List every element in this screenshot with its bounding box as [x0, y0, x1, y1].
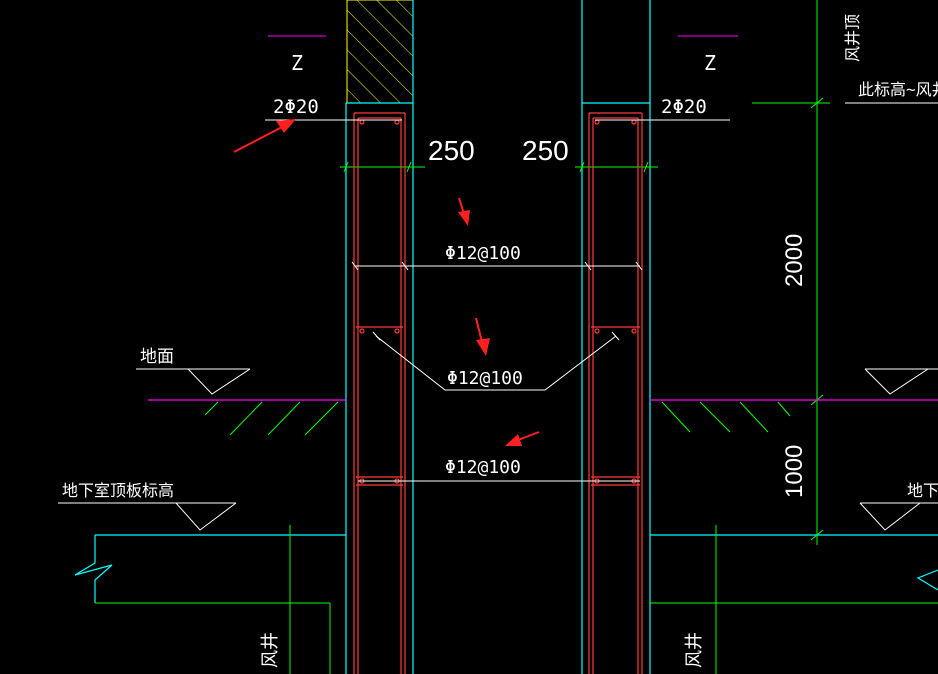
- ground-line: [148, 35, 938, 401]
- arrow-rebar-icon: [233, 119, 296, 153]
- arrow-stirrup-3-icon: [505, 431, 540, 446]
- top-vertical-note: 风井顶: [843, 14, 862, 62]
- arrow-stirrup-2-icon: [475, 317, 490, 356]
- stirrup-label-3: Φ12@100: [445, 457, 521, 478]
- rebar-label-left: 2Φ20: [273, 96, 319, 118]
- wall-outlines: [74, 0, 938, 674]
- stirrup-label-1: Φ12@100: [445, 243, 521, 264]
- review-arrows: [233, 119, 540, 446]
- stirrup-label-2: Φ12@100: [447, 368, 523, 389]
- basement-roof-label: 地下室顶板标高: [62, 481, 174, 500]
- wall-thickness-right: 250: [522, 135, 569, 166]
- section-mark-right: Z: [704, 51, 716, 75]
- ground-label: 地面: [140, 347, 174, 367]
- slab-lines-green: [95, 0, 938, 674]
- wall-ref-label-left: 风井: [260, 632, 281, 668]
- earth-hatch: [204, 401, 791, 436]
- dimension-2000: 2000: [781, 234, 808, 287]
- masonry-hatch: [346, 0, 414, 104]
- top-elevation-note: 此标高~风井: [858, 80, 938, 99]
- annotation-lines: [58, 102, 938, 531]
- rebar-label-right: 2Φ20: [661, 96, 707, 118]
- rebar-left: [353, 112, 406, 674]
- wall-thickness-left: 250: [428, 135, 475, 166]
- section-mark-left: Z: [291, 51, 303, 75]
- wall-ref-label-right: 风井: [684, 632, 705, 668]
- basement-roof-label-right: 地下室: [907, 481, 938, 500]
- arrow-stirrup-1-icon: [458, 197, 470, 226]
- dimension-1000: 1000: [781, 445, 808, 498]
- rebar-right: [588, 112, 643, 674]
